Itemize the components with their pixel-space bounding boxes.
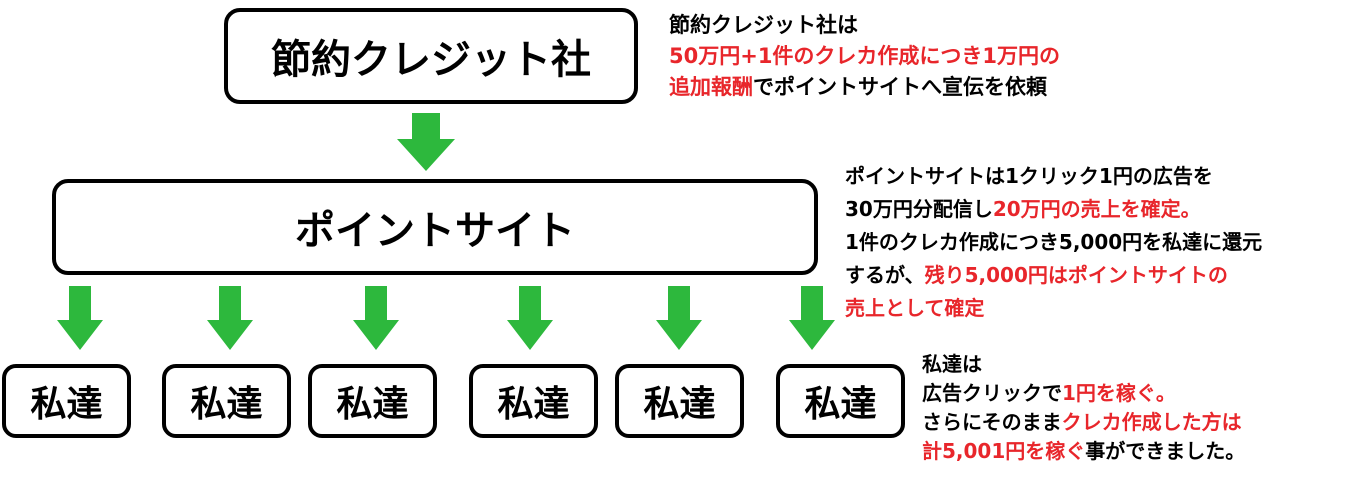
company-note-highlight: 追加報酬 [669,75,753,99]
credit-company-box: 節約クレジット社 [224,8,638,104]
us-note-text: さらにそのまま [922,410,1062,434]
point-site-note-line: するが、残り5,000円はポイントサイトの [845,259,1262,292]
us-box: 私達 [308,364,437,438]
point-site-note: ポイントサイトは1クリック1円の広告を 30万円分配信し20万円の売上を確定。 … [845,160,1262,325]
company-note-line: 追加報酬でポイントサイトへ宣伝を依頼 [669,72,1060,103]
us-box: 私達 [2,364,131,438]
us-note-line: 広告クリックで1円を稼ぐ。 [922,379,1245,408]
company-note-text: でポイントサイトへ宣伝を依頼 [753,75,1047,99]
us-note-text: 広告クリックで [922,381,1062,405]
us-box: 私達 [162,364,291,438]
down-arrow-site-to-us-1 [57,286,103,350]
point-site-note-highlight: 残り5,000円はポイントサイトの [924,263,1228,287]
down-arrow-site-to-us-5 [656,286,702,350]
us-note-highlight: 1円を稼ぐ。 [1062,381,1176,405]
us-note-text: 事ができました。 [1085,439,1246,463]
us-note-highlight: クレカ作成した方は [1061,410,1242,434]
point-site-note-text: 30万円分配信し [845,197,993,221]
down-arrow-site-to-us-3 [353,286,399,350]
us-note-line: 私達は [922,352,982,376]
us-note-line: さらにそのままクレカ作成した方は [922,408,1245,437]
us-note-line: 計5,001円を稼ぐ事ができました。 [922,437,1245,466]
point-site-note-highlight: 売上として確定 [845,296,985,320]
point-site-note-line: 30万円分配信し20万円の売上を確定。 [845,193,1262,226]
company-note: 節約クレジット社は 50万円+1件のクレカ作成につき1万円の 追加報酬でポイント… [669,10,1060,103]
down-arrow-site-to-us-6 [789,286,835,350]
us-box: 私達 [776,364,905,438]
down-arrow-site-to-us-2 [207,286,253,350]
us-note-highlight: 計5,001円を稼ぐ [922,439,1086,463]
down-arrow-site-to-us-4 [507,286,553,350]
company-note-highlight: 50万円+1件のクレカ作成につき1万円の [669,44,1061,68]
down-arrow-company-to-site [397,113,455,171]
point-site-note-text: するが、 [845,263,925,287]
point-site-note-highlight: 20万円の売上を確定。 [992,197,1201,221]
point-site-note-line: ポイントサイトは1クリック1円の広告を [845,164,1213,188]
us-box: 私達 [469,364,598,438]
us-note: 私達は 広告クリックで1円を稼ぐ。 さらにそのままクレカ作成した方は 計5,00… [922,350,1245,466]
point-site-box: ポイントサイト [52,179,818,275]
point-site-note-line: 1件のクレカ作成につき5,000円を私達に還元 [845,230,1263,254]
us-box: 私達 [615,364,744,438]
company-note-line: 節約クレジット社は [669,13,858,37]
